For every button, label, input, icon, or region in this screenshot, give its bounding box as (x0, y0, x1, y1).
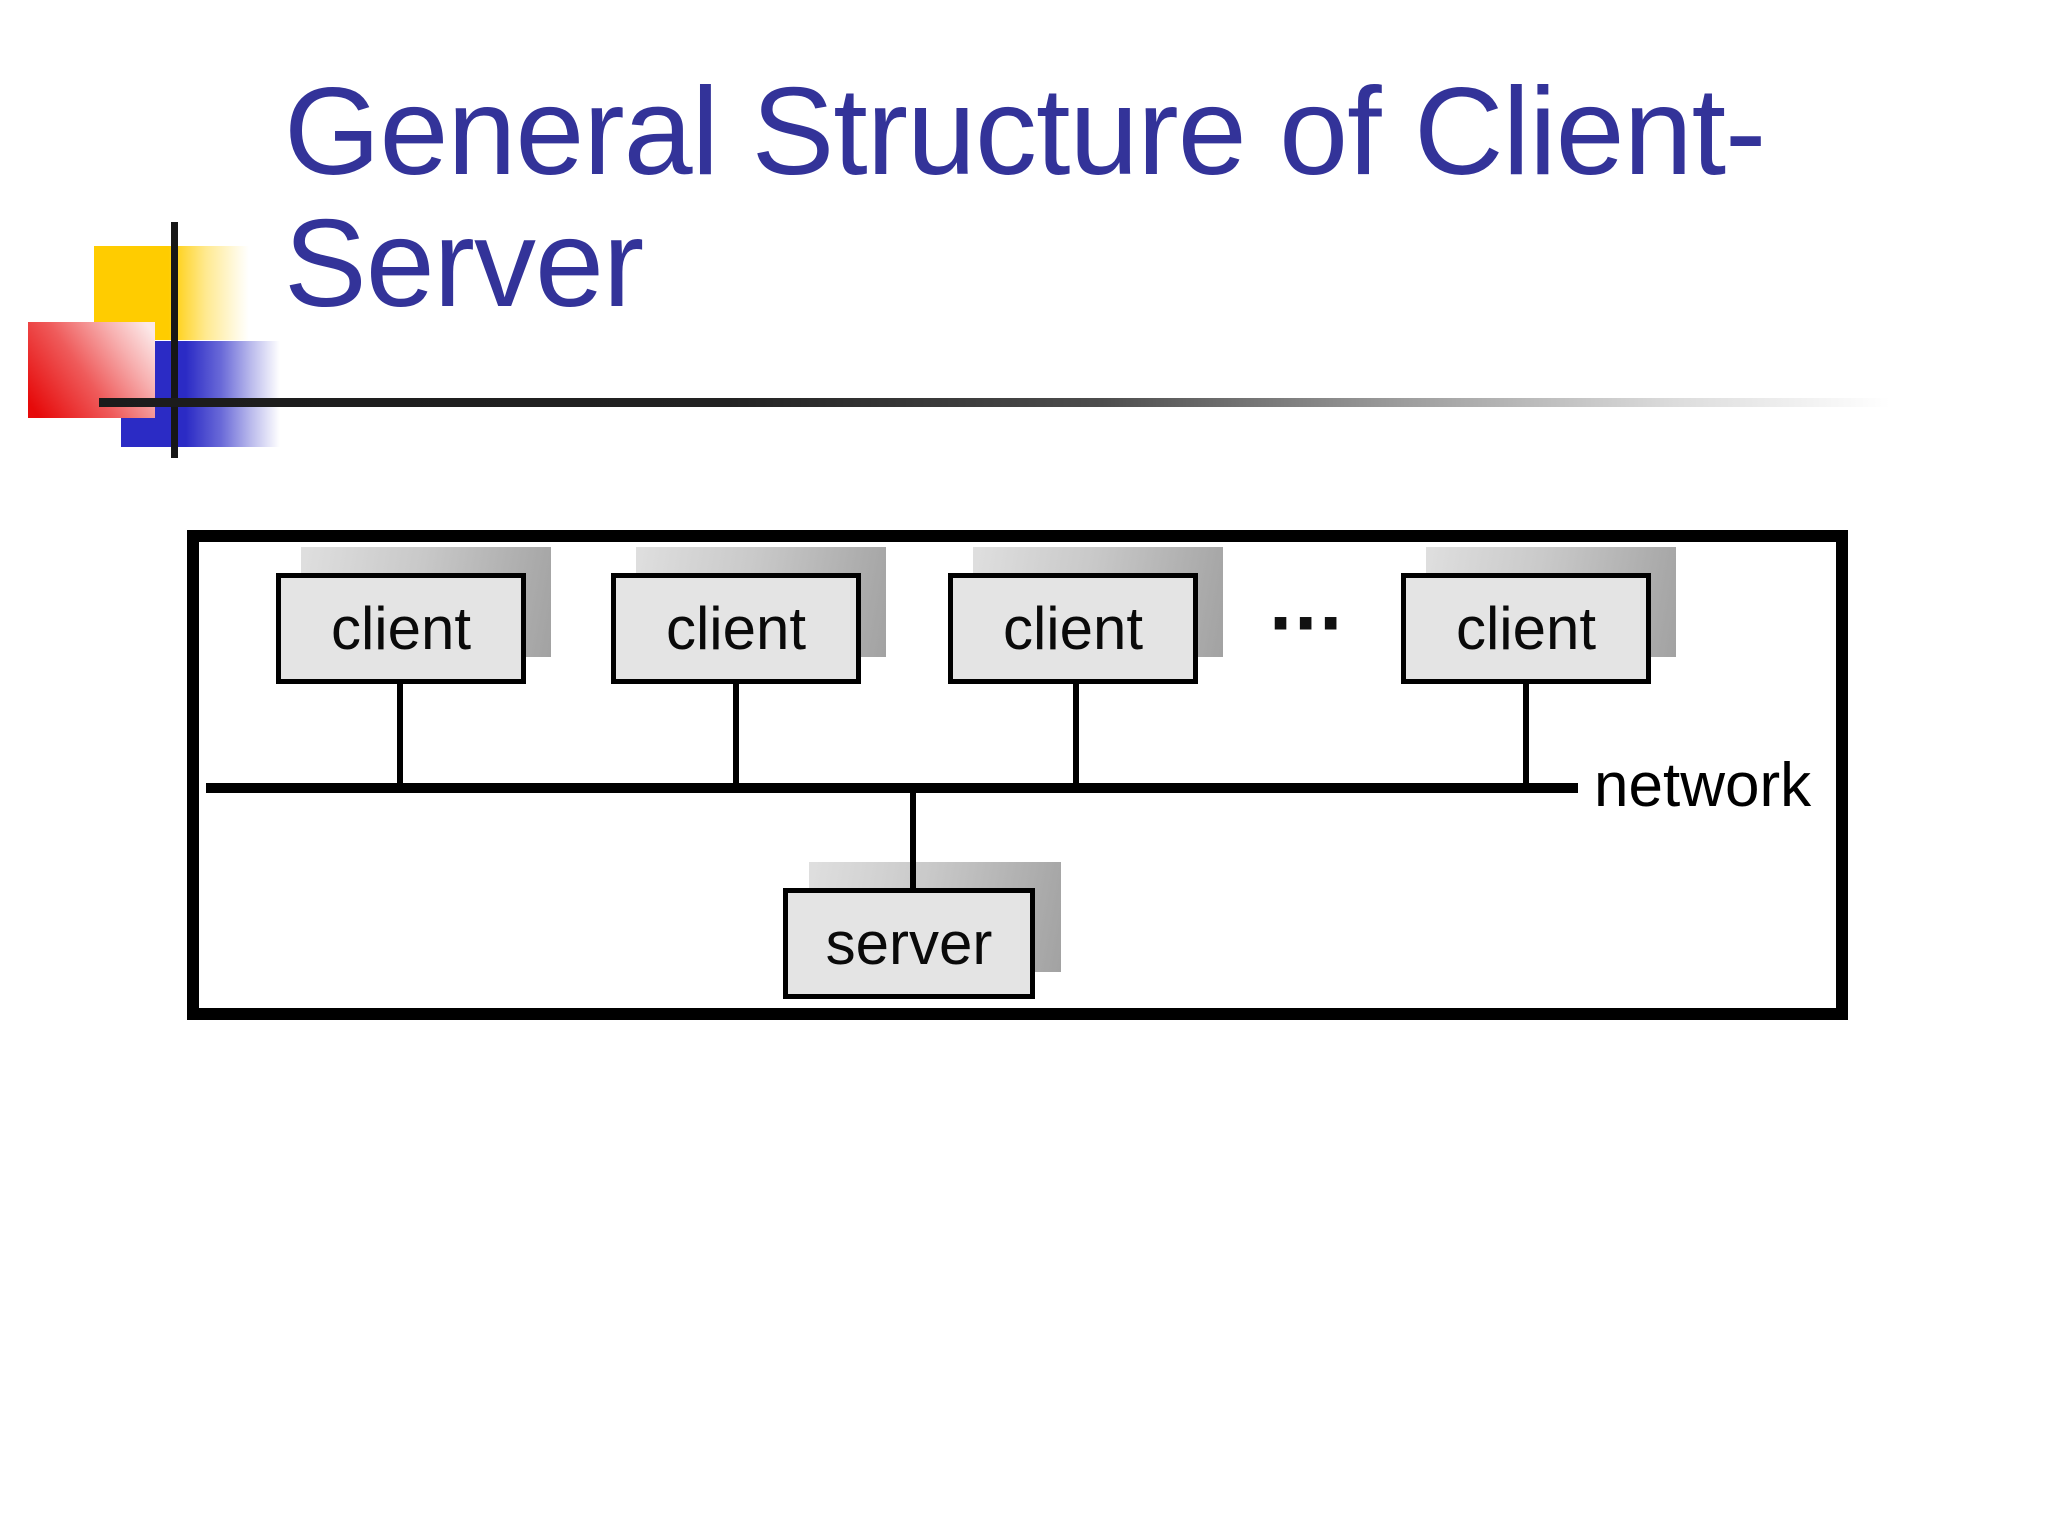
client-4-label: client (1455, 595, 1597, 662)
ellipsis-dots: ··· (1268, 584, 1344, 662)
client-2-label: client (665, 595, 807, 662)
client-4-connector-line (1523, 684, 1529, 784)
client-4-box: client (1401, 573, 1651, 684)
client-3-connector-line (1073, 684, 1079, 784)
title-line-1: General Structure of Client- (284, 63, 1766, 201)
crosshair-vertical-line (171, 222, 178, 458)
server-connector-line (910, 793, 916, 889)
client-server-diagram network-boundary-box: client client client ··· client (187, 530, 1848, 1020)
server-box: server (783, 888, 1035, 999)
client-3-box: client (948, 573, 1198, 684)
network-label: network (1594, 750, 1812, 820)
title-line-2: Server (284, 195, 644, 333)
client-3-label: client (1002, 595, 1144, 662)
title-underline-rule (99, 398, 1890, 407)
client-1-box: client (276, 573, 526, 684)
client-1-connector-line (397, 684, 403, 784)
client-1-label: client (330, 595, 472, 662)
client-2-box: client (611, 573, 861, 684)
network-bus-line (206, 783, 1578, 793)
page-title: General Structure of Client- Server (284, 63, 1766, 333)
client-2-connector-line (733, 684, 739, 784)
server-label: server (825, 910, 993, 977)
